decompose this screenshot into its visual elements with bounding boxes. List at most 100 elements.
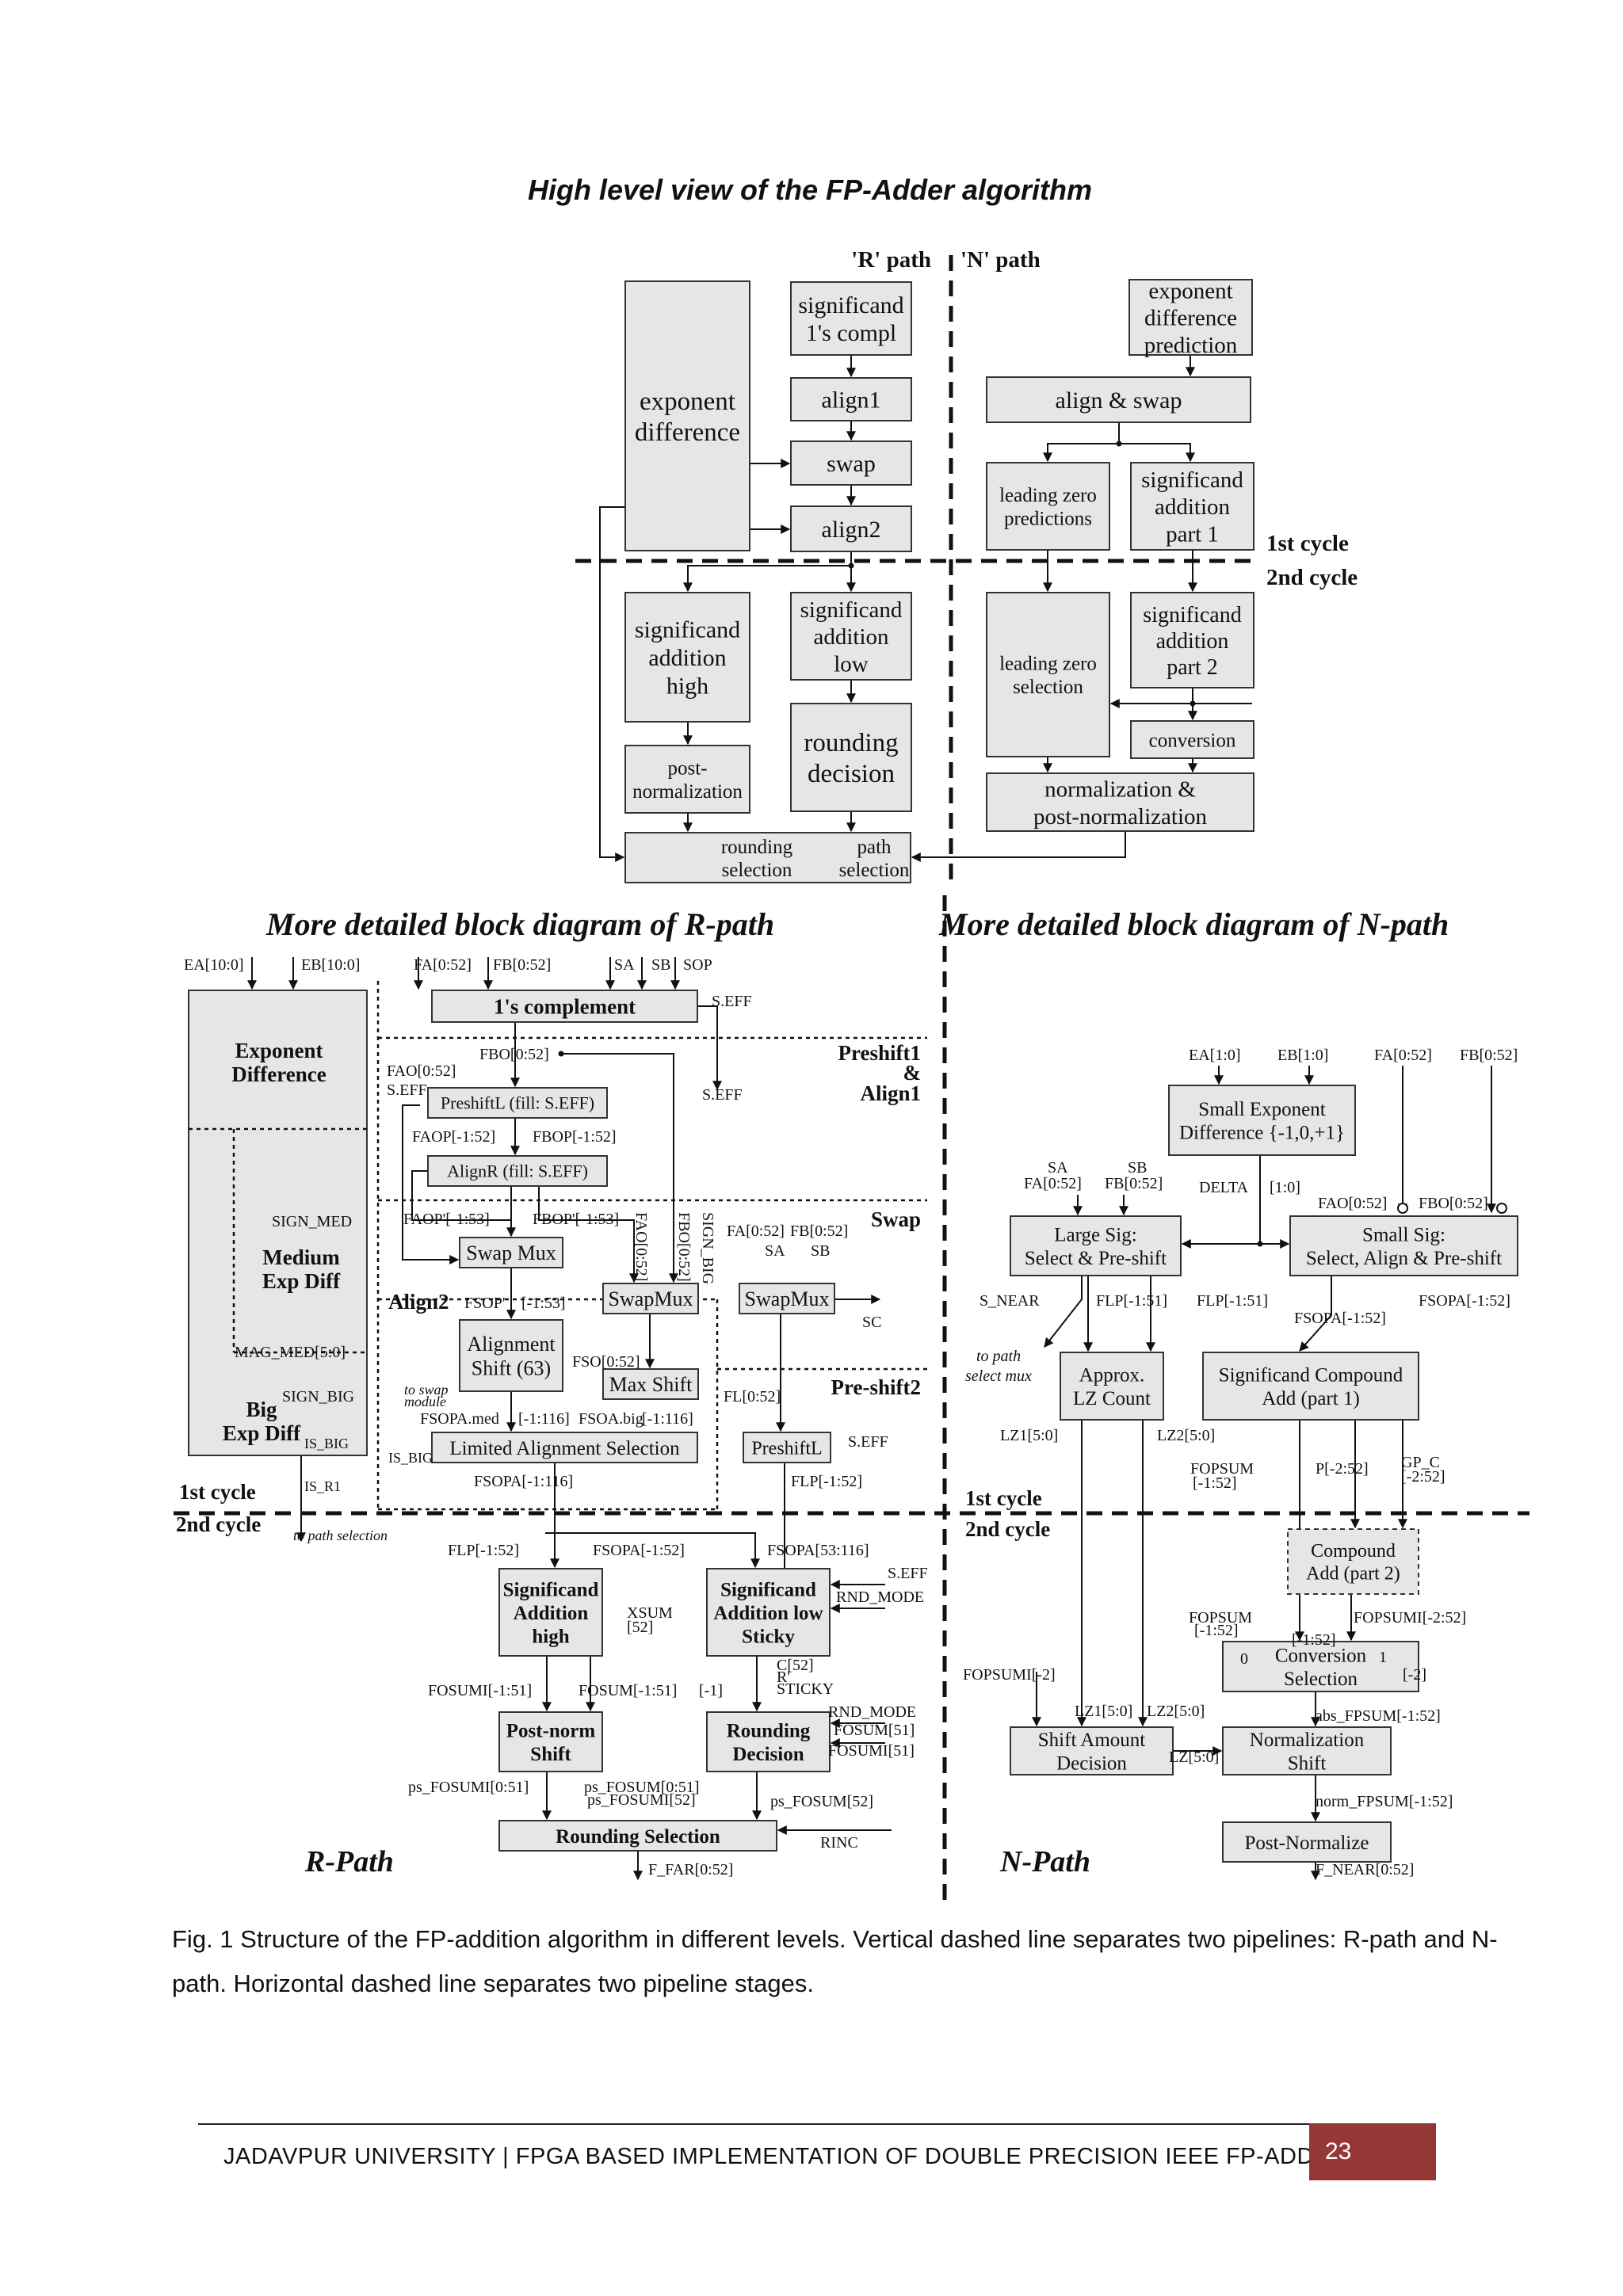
- n-signal-label: FLP[-1:51]: [1197, 1292, 1268, 1310]
- top-box-swap: [790, 441, 912, 486]
- r-box-sigaddlow: [706, 1568, 831, 1657]
- n-box-compadd2: [1287, 1528, 1419, 1595]
- r-signal-label: FSOPA[-1:116]: [474, 1473, 573, 1490]
- n-signal-label: FSOPA[-1:52]: [1294, 1310, 1386, 1327]
- r-box-roundsel: [498, 1820, 777, 1852]
- n-box-text-approxlz: LZ Count: [1073, 1388, 1151, 1409]
- r-box-text-sigaddlow: Sticky: [742, 1626, 795, 1647]
- n-signal-label: LZ1[5:0]: [1075, 1703, 1132, 1720]
- r-signal-label: FOSUMI[51]: [828, 1742, 915, 1760]
- r-signal-label: FSO[0:52]: [572, 1353, 640, 1371]
- r-box-text-preshiftL2: PreshiftL: [751, 1438, 822, 1459]
- r-signal-label: FB[0:52]: [493, 956, 551, 974]
- connector-line: [1299, 1276, 1332, 1352]
- r-box-text-sigaddlow: Addition low: [713, 1603, 823, 1624]
- n-signal-label: [-2]: [1403, 1666, 1426, 1684]
- n-box-largesig: [1010, 1215, 1182, 1276]
- n-box-text-normshift: Normalization: [1250, 1730, 1365, 1751]
- r-signal-label: SA: [614, 956, 635, 974]
- top-box-postnorm: [624, 745, 750, 814]
- n-box-approxlz: [1060, 1352, 1164, 1421]
- top-box-sig1compl: [790, 281, 912, 356]
- top-box-text-sig1compl: significand: [798, 292, 903, 318]
- connector-line: [697, 1005, 722, 1091]
- top-box-text-postnorm: normalization: [632, 781, 743, 803]
- top-box-text-sigadd2: part 2: [1167, 655, 1218, 680]
- n-signal-label: P[-2:52]: [1316, 1460, 1369, 1478]
- top-cycle1: 1st cycle: [1266, 531, 1349, 556]
- r-signal-label: FSOPA[-1:52]: [593, 1542, 685, 1559]
- r-box-preshiftL2: [743, 1432, 831, 1463]
- r-box-text-rounddec: Decision: [732, 1744, 804, 1765]
- top-box-text-sigadd2: significand: [1143, 603, 1241, 627]
- r-signal-label: EB[10:0]: [301, 956, 360, 974]
- top-box-sigadd1: [1130, 462, 1254, 551]
- r-region-label: Align2: [388, 1290, 449, 1314]
- top-box-text-lzsel: selection: [1013, 677, 1083, 698]
- r-box-text-swapmux1: Swap Mux: [466, 1241, 556, 1264]
- top-box-text-roundsel: selection: [722, 860, 792, 881]
- connector-line: [538, 1186, 639, 1283]
- r-signal-label: [-1:53]: [521, 1295, 566, 1312]
- r-signal-label: FA[0:52]: [414, 956, 472, 974]
- top-box-text-expdiffpred: exponent: [1148, 278, 1232, 303]
- connector-line: [411, 1170, 511, 1221]
- n-signal-label: LZ2[5:0]: [1147, 1703, 1205, 1720]
- r-signal-label: S.EFF: [888, 1565, 928, 1582]
- r-signal-label: R': [777, 1669, 790, 1686]
- r-box-text-alignR: AlignR (fill: S.EFF): [447, 1161, 588, 1181]
- connector-line: [402, 1104, 460, 1264]
- top-box-text-sigadd2: addition: [1156, 629, 1229, 654]
- n-box-text-smallexp: Small Exponent: [1198, 1099, 1325, 1120]
- n-cycle2: 2nd cycle: [965, 1517, 1050, 1541]
- r-signal-label: ps_FOSUMI[0:51]: [408, 1779, 529, 1796]
- n-signal-label: FOPSUM: [1189, 1609, 1252, 1627]
- n-box-text-shiftamt: Shift Amount: [1038, 1730, 1145, 1751]
- top-box-lzsel: [986, 592, 1110, 757]
- r-signal-label: [52]: [627, 1619, 653, 1636]
- r-box-text-postnorm: Post-norm: [506, 1721, 596, 1742]
- r-region-label: Preshift1: [838, 1041, 921, 1065]
- r-box-text-roundsel: Rounding Selection: [556, 1826, 720, 1848]
- top-box-normpost: [986, 772, 1254, 832]
- r-signal-label: FBO[0:52]: [675, 1212, 693, 1282]
- junction-dot: [558, 1051, 564, 1057]
- r-signal-label: FAOP'[-1:53]: [403, 1211, 490, 1228]
- r-cycle1: 1st cycle: [179, 1480, 256, 1504]
- r-cycle2: 2nd cycle: [176, 1512, 261, 1536]
- r-box-text-maxshift: Max Shift: [609, 1373, 693, 1396]
- r-box-text-preshiftL: PreshiftL (fill: S.EFF): [441, 1093, 594, 1113]
- r-signal-label: F_FAR[0:52]: [648, 1861, 733, 1878]
- top-box-text-align2: align2: [822, 517, 881, 543]
- r-signal-label: to swap: [404, 1382, 449, 1398]
- r-signal-label: FL[0:52]: [724, 1388, 781, 1405]
- top-title: High level view of the FP-Adder algorith…: [528, 174, 1092, 206]
- r-signal-label: ps_FOSUM[52]: [770, 1793, 873, 1810]
- r-box-alignR: [427, 1155, 608, 1187]
- junction-dot: [1257, 1241, 1263, 1247]
- r-region-label: Align1: [860, 1081, 921, 1105]
- r-signal-label: C[52]: [777, 1657, 814, 1674]
- r-signal-label: S.EFF: [712, 993, 752, 1010]
- r-box-rounddec: [706, 1711, 831, 1772]
- junction-dot: [1116, 441, 1122, 447]
- r-signal-label: ps_FOSUM[0:51]: [584, 1779, 700, 1796]
- n-path-label: N-Path: [999, 1845, 1090, 1878]
- top-box-text-lzpred: predictions: [1004, 509, 1092, 530]
- n-box-text-normshift: Shift: [1288, 1753, 1327, 1775]
- connector-line: [599, 506, 625, 862]
- n-signal-label: FA[0:52]: [1024, 1175, 1082, 1192]
- n-signal-label: [-1:52]: [1194, 1622, 1239, 1639]
- top-box-text-sigadd1: significand: [1141, 467, 1243, 493]
- top-box-text-sigadd1: part 1: [1166, 521, 1219, 547]
- r-signal-label: FBO[0:52]: [479, 1046, 549, 1063]
- top-box-conversion: [1130, 720, 1254, 759]
- top-box-text-sigaddlow: low: [834, 651, 869, 677]
- r-signal-label: FSOPA[53:116]: [767, 1542, 869, 1559]
- footer-rule: [198, 2123, 1434, 2125]
- n-signal-label: EA[1:0]: [1189, 1047, 1241, 1064]
- inverter-bubble: [1397, 1203, 1408, 1214]
- r-signal-label: SC: [862, 1314, 881, 1331]
- top-box-lzpred: [986, 462, 1110, 551]
